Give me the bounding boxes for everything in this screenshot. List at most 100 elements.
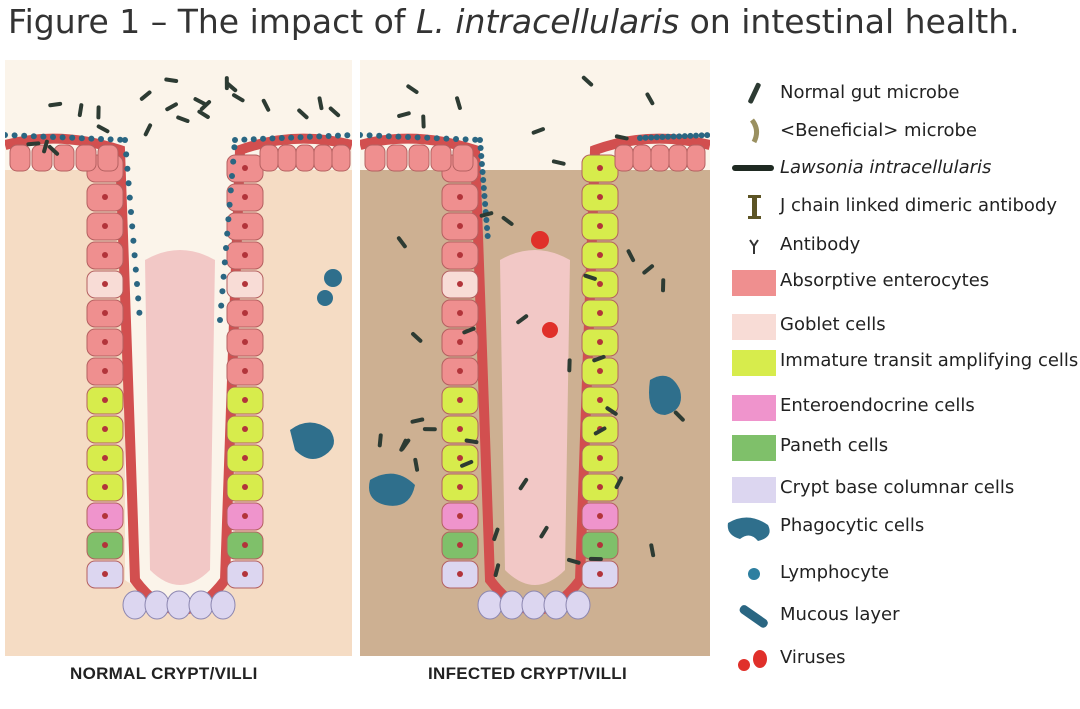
crypt-base-cell [499, 590, 525, 620]
villus-cell [452, 144, 474, 172]
microbe [592, 354, 606, 363]
microbe [297, 108, 309, 120]
mucus-dot [30, 133, 37, 140]
villus-cell [614, 144, 634, 172]
microbe [47, 144, 60, 156]
legend-label: Goblet cells [780, 314, 886, 335]
mucus-dot [306, 133, 313, 140]
microbe [614, 134, 629, 141]
normal-microbe-icon [748, 82, 761, 104]
legend-item-lawsonia: Lawsonia intracellularis [712, 151, 1080, 187]
legend-item-goblet: Goblet cells [712, 308, 1080, 344]
legend-item-j_chain: J chain linked dimeric antibody [712, 189, 1080, 225]
beneficial-microbe-icon [749, 118, 760, 144]
microbe [462, 326, 476, 335]
mucus-dot [124, 165, 131, 172]
mucus-dot [59, 134, 66, 141]
microbe [231, 93, 245, 103]
crypt-base-cell [521, 590, 547, 620]
mucus-dot [687, 132, 694, 139]
mucus-dot [130, 237, 137, 244]
mucus-dot [229, 173, 235, 179]
microbe [455, 96, 462, 110]
mucus-dot [232, 137, 238, 143]
microbe [406, 84, 419, 94]
microbe [199, 100, 212, 111]
mucus-dot [220, 273, 227, 280]
microbe [193, 97, 207, 106]
microbe [143, 123, 153, 137]
crypt-base-swatch [732, 477, 776, 503]
mucus-dot [659, 134, 666, 141]
villus-cell [650, 144, 670, 172]
mucus-dot [50, 134, 56, 140]
goblet-swatch [732, 314, 776, 340]
mucus-dot [462, 136, 469, 143]
microbe [96, 124, 110, 134]
legend-item-normal_microbe: Normal gut microbe [712, 76, 1080, 112]
legend-label: Viruses [780, 647, 846, 668]
mucus-dot [230, 158, 237, 165]
legend-item-viruses: Viruses [712, 641, 1080, 677]
mucus-dot [131, 252, 138, 259]
microbe [642, 264, 655, 275]
villus-cell [97, 144, 119, 172]
legend-label: Normal gut microbe [780, 82, 960, 103]
immature-swatch [732, 350, 776, 376]
microbe [422, 427, 437, 432]
mucus-dot [88, 135, 95, 142]
villus-cell [313, 144, 333, 172]
crypt-base-cell [122, 590, 148, 620]
microbe [531, 127, 546, 135]
mucus-dot [483, 217, 490, 223]
mucus-dot [334, 132, 341, 139]
villus-cell [430, 144, 452, 172]
mucus-dot [135, 295, 142, 302]
mucus-dot [480, 185, 487, 191]
legend-item-phagocytic: Phagocytic cells [712, 509, 1080, 545]
microbe [42, 139, 49, 154]
microbe [397, 111, 411, 118]
mucus-dot [484, 225, 491, 231]
mucus-dot [479, 169, 486, 175]
mucus-dot [288, 134, 295, 141]
enteroendocrine-swatch [732, 395, 776, 421]
legend-item-beneficial: <Beneficial> microbe [712, 114, 1080, 150]
mucus-dot [269, 135, 276, 142]
mucus-dot [395, 133, 402, 140]
title-italic: L. intracellularis [415, 2, 680, 41]
microbe [593, 426, 607, 436]
microbe [165, 102, 178, 112]
mucus-dot [278, 135, 285, 141]
legend-item-lymphocyte: Lymphocyte [712, 556, 1080, 592]
microbe [460, 459, 474, 468]
mucus-dot [472, 136, 479, 143]
legend-item-antibody: Antibody [712, 228, 1080, 264]
mucus-dot [297, 134, 304, 141]
mucus-dot [424, 134, 431, 141]
mucus-dot [224, 230, 231, 237]
mucus-dot [126, 194, 133, 201]
legend-label: <Beneficial> microbe [780, 120, 978, 141]
villus-cell [31, 144, 53, 172]
microbe [551, 159, 566, 166]
legend-label: J chain linked dimeric antibody [780, 195, 1057, 216]
mucus-dot [405, 134, 411, 140]
microbe [566, 557, 581, 565]
villus-cell [386, 144, 408, 172]
microbe [411, 331, 423, 343]
mucus-dot [480, 177, 487, 183]
microbe [377, 433, 383, 448]
microbe [588, 556, 603, 562]
legend-item-absorptive: Absorptive enterocytes [712, 264, 1080, 300]
microbe [399, 438, 408, 452]
mucus-dot [11, 132, 18, 139]
mucus-dot [366, 132, 373, 139]
crypt-base-cell [565, 590, 591, 620]
mucus-dot [221, 259, 228, 266]
mucus-dot [637, 135, 643, 141]
mucus-dot [653, 134, 660, 141]
microbe [516, 314, 529, 325]
normal-crypt-illustration [5, 60, 352, 656]
mucus-dot [477, 145, 484, 151]
